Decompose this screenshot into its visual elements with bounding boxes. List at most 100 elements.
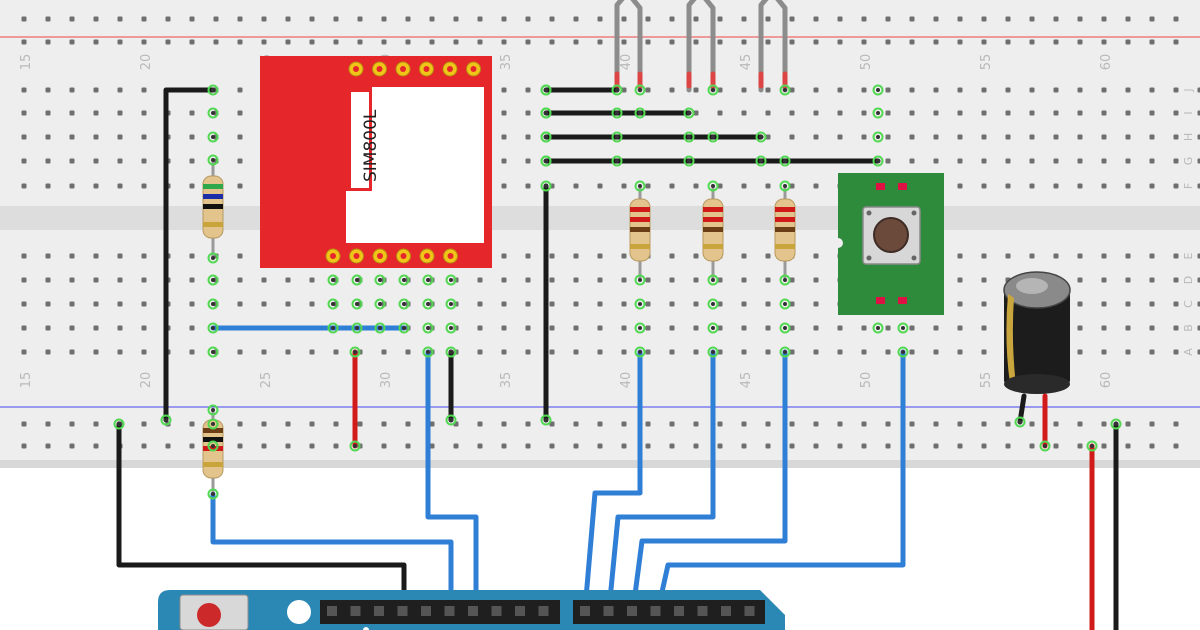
breadboard-hole bbox=[1173, 301, 1179, 307]
breadboard-hole bbox=[237, 158, 243, 164]
wire-end-node-center bbox=[449, 326, 453, 330]
breadboard-hole bbox=[693, 87, 699, 93]
rail-hole bbox=[717, 39, 723, 45]
wire-end-node-center bbox=[638, 278, 642, 282]
breadboard-hole bbox=[597, 301, 603, 307]
rail-hole bbox=[1053, 421, 1059, 427]
breadboard-hole bbox=[141, 134, 147, 140]
breadboard bbox=[0, 0, 1200, 468]
rail-hole bbox=[141, 421, 147, 427]
wire-end-node bbox=[634, 346, 646, 358]
breadboard-hole bbox=[1029, 134, 1035, 140]
sim800l-pin-hole bbox=[400, 66, 406, 72]
wire-end-node-center bbox=[759, 159, 763, 163]
breadboard-hole bbox=[525, 301, 531, 307]
rail-hole bbox=[501, 421, 507, 427]
rail-hole bbox=[1125, 421, 1131, 427]
wire-end-node-center bbox=[783, 184, 787, 188]
rail-hole bbox=[861, 39, 867, 45]
breadboard-hole bbox=[645, 183, 651, 189]
wire-end-node bbox=[707, 84, 719, 96]
breadboard-hole bbox=[765, 183, 771, 189]
breadboard-hole bbox=[1173, 349, 1179, 355]
header-pin bbox=[421, 606, 431, 616]
wire-end-node-center bbox=[211, 492, 215, 496]
wire-end-node-center bbox=[378, 278, 382, 282]
wire-end-node bbox=[422, 274, 434, 286]
rail-hole bbox=[717, 421, 723, 427]
breadboard-hole bbox=[69, 277, 75, 283]
rail-hole bbox=[21, 443, 27, 449]
column-number: 45 bbox=[739, 372, 754, 389]
header-pin bbox=[444, 606, 455, 616]
resistor-green-blue bbox=[202, 160, 224, 258]
column-number: 55 bbox=[979, 54, 994, 71]
wire-end-node bbox=[374, 298, 386, 310]
breadboard-hole bbox=[501, 87, 507, 93]
breadboard-center-channel bbox=[0, 206, 1200, 230]
breadboard-hole bbox=[1149, 253, 1155, 259]
breadboard-hole bbox=[501, 301, 507, 307]
rail-hole bbox=[1101, 421, 1107, 427]
breadboard-hole bbox=[117, 87, 123, 93]
rail-hole bbox=[549, 443, 555, 449]
rail-hole bbox=[813, 39, 819, 45]
gray-lead-5 bbox=[758, 0, 769, 93]
wire-end-node-center bbox=[783, 159, 787, 163]
breadboard-hole bbox=[117, 301, 123, 307]
header-pin bbox=[580, 606, 590, 616]
rail-hole bbox=[477, 443, 483, 449]
rail-hole bbox=[789, 421, 795, 427]
rail-hole bbox=[141, 39, 147, 45]
rail-hole bbox=[381, 16, 387, 22]
breadboard-hole bbox=[141, 349, 147, 355]
rail-hole bbox=[765, 421, 771, 427]
breadboard-hole bbox=[237, 253, 243, 259]
rail-hole bbox=[597, 39, 603, 45]
wire-end-node bbox=[872, 131, 884, 143]
breadboard-hole bbox=[621, 183, 627, 189]
rail-hole bbox=[981, 16, 987, 22]
breadboard-hole bbox=[501, 277, 507, 283]
wire-end-node-center bbox=[901, 350, 905, 354]
breadboard-hole bbox=[1005, 134, 1011, 140]
wire-end-node-center bbox=[615, 159, 619, 163]
resistor-band bbox=[630, 244, 650, 249]
breadboard-hole bbox=[549, 349, 555, 355]
breadboard-hole bbox=[1005, 183, 1011, 189]
sim800l-chip-notch-inner bbox=[351, 92, 369, 188]
rail-hole bbox=[1173, 39, 1179, 45]
wire-end-node-center bbox=[117, 422, 121, 426]
breadboard-hole bbox=[573, 349, 579, 355]
breadboard-hole bbox=[141, 158, 147, 164]
breadboard-hole bbox=[597, 325, 603, 331]
wire-end-node bbox=[611, 84, 623, 96]
column-number: 35 bbox=[499, 54, 514, 71]
breadboard-hole bbox=[669, 349, 675, 355]
row-letter: J bbox=[1182, 88, 1195, 92]
row-letter: D bbox=[1182, 276, 1195, 284]
breadboard-hole bbox=[141, 301, 147, 307]
electrolytic-capacitor bbox=[1003, 271, 1071, 394]
breadboard-hole bbox=[525, 158, 531, 164]
breadboard-hole bbox=[981, 325, 987, 331]
breadboard-hole bbox=[237, 301, 243, 307]
wire-end-node-center bbox=[711, 326, 715, 330]
wire-end-node bbox=[611, 107, 623, 119]
header-pin bbox=[627, 606, 637, 616]
rail-hole bbox=[717, 443, 723, 449]
rail-hole bbox=[1125, 16, 1131, 22]
breadboard-hole bbox=[693, 277, 699, 283]
arduino-silkscreen-dot bbox=[363, 627, 369, 630]
wire-end-node bbox=[207, 154, 219, 166]
rail-hole bbox=[45, 16, 51, 22]
breadboard-hole bbox=[957, 325, 963, 331]
wire-end-node-center bbox=[711, 302, 715, 306]
wire-end-node-center bbox=[901, 326, 905, 330]
breadboard-hole bbox=[1125, 349, 1131, 355]
breadboard-hole bbox=[309, 277, 315, 283]
header-pin bbox=[397, 606, 408, 616]
breadboard-hole bbox=[1149, 301, 1155, 307]
breadboard-hole bbox=[813, 349, 819, 355]
rail-hole bbox=[1173, 443, 1179, 449]
